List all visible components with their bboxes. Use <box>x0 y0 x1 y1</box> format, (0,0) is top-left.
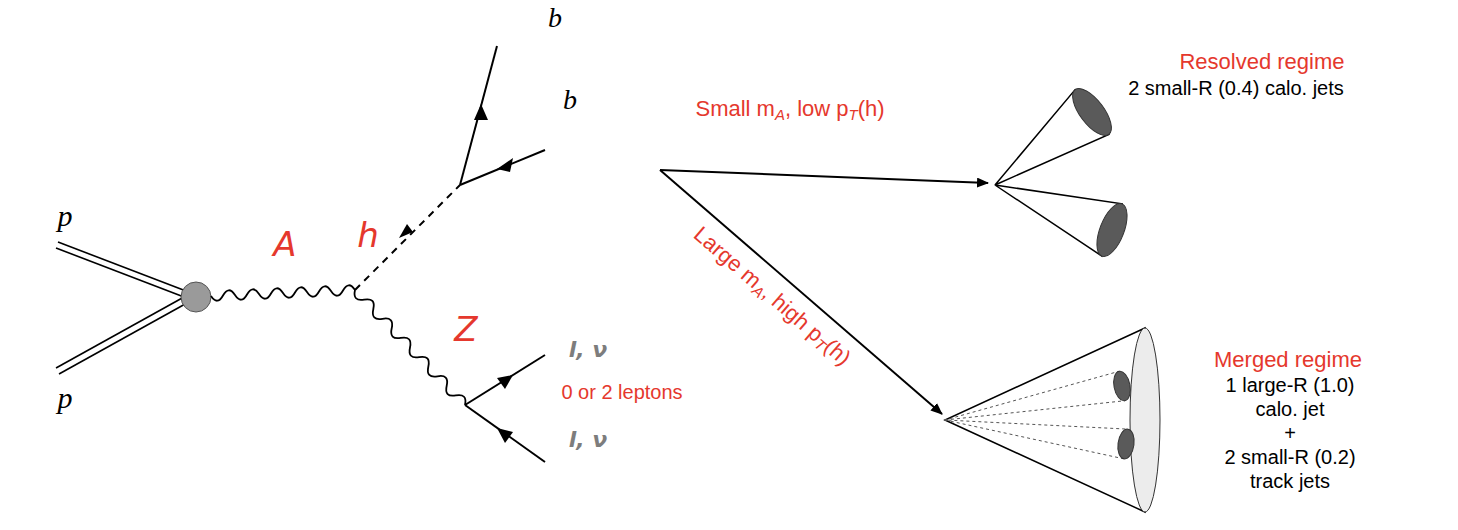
fermion-arrow <box>497 428 513 443</box>
cone-end <box>1111 370 1132 402</box>
regime-arrow <box>660 170 988 183</box>
jet-cone <box>945 82 1160 512</box>
cone-body <box>945 371 1125 420</box>
quark-label: b <box>548 3 562 34</box>
boson-label: h <box>357 217 379 254</box>
regime-description: 2 small-R (0.2) <box>1224 446 1355 468</box>
cone-end <box>1066 82 1119 141</box>
regime-description: calo. jet <box>1256 398 1325 420</box>
fermion-arrow <box>497 375 513 389</box>
boson-propagator <box>211 285 465 405</box>
quark-line <box>460 46 545 185</box>
proton-label: p <box>58 381 73 414</box>
higgs-propagator <box>355 185 460 290</box>
regime-description: 2 small-R (0.4) calo. jets <box>1128 77 1344 99</box>
arrow-label: Small mA, low pT(h) <box>695 97 884 123</box>
regime-arrow <box>660 170 942 414</box>
boson-label: A <box>273 226 296 263</box>
interaction-blob <box>181 282 211 312</box>
lepton-label: l, ν <box>569 428 608 452</box>
lepton-label: l, ν <box>569 338 608 362</box>
boson-label: Z <box>454 311 477 348</box>
cone-end <box>1130 328 1160 512</box>
lepton-line <box>465 355 545 462</box>
proton-label: p <box>58 199 73 232</box>
proton-line <box>56 242 187 374</box>
cone-end <box>1116 428 1136 460</box>
quark-label: b <box>563 85 577 116</box>
lepton-count: 0 or 2 leptons <box>561 381 682 403</box>
cone-end <box>1091 200 1134 261</box>
cone-body <box>945 420 1128 459</box>
regime-description: track jets <box>1250 470 1330 492</box>
fermion-arrow <box>497 158 513 172</box>
fermion-arrow <box>474 104 488 120</box>
regime-description: 1 large-R (1.0) <box>1226 374 1355 396</box>
propagator-arrow <box>399 224 413 238</box>
wavy-line <box>355 290 466 405</box>
regime-description: + <box>1284 422 1296 444</box>
wavy-line <box>211 285 355 300</box>
cone-body <box>945 328 1145 512</box>
arrow-label: Large mA, high pT(h) <box>687 222 855 372</box>
regime-title: Merged regime <box>1214 348 1362 372</box>
regime-title: Resolved regime <box>1179 50 1344 74</box>
